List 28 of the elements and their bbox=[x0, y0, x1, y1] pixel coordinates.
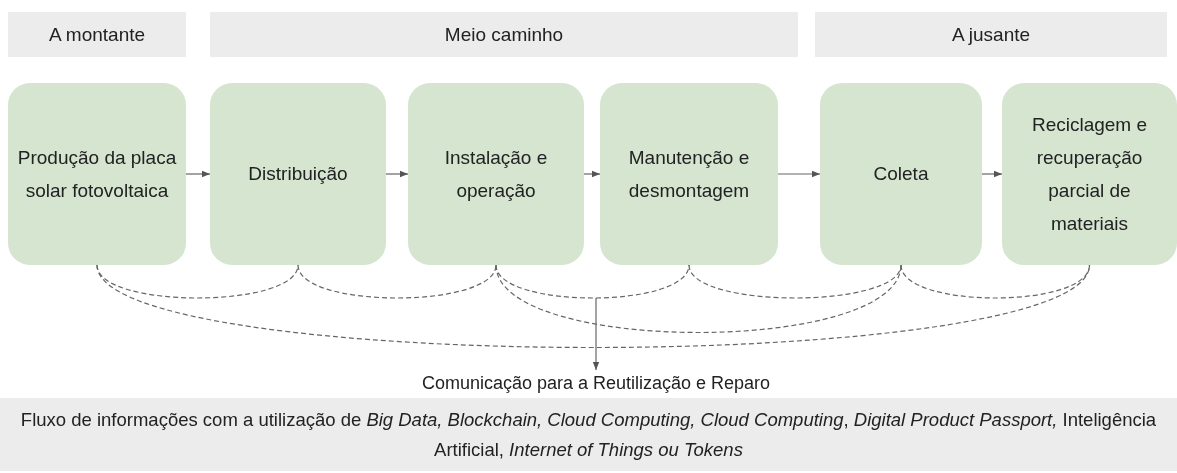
arrow bbox=[185, 170, 211, 178]
process-box bbox=[820, 83, 982, 265]
label-text: Reciclagem e recuperação parcial de materiais bbox=[1030, 112, 1149, 237]
info-text: Fluxo de informações com a utilização de Big Data, Blockchain, Cloud Computing, Cloud Computing, Digital Product Passport, Inteligência Artificial, Internet of Things ou Tokens bbox=[19, 407, 1158, 462]
arrow bbox=[777, 170, 821, 178]
arrow bbox=[592, 297, 600, 371]
label-text: A jusante bbox=[951, 23, 1031, 46]
process-box bbox=[600, 83, 778, 265]
label-text: Distribuição bbox=[248, 162, 348, 187]
dashed-connector bbox=[900, 264, 1091, 299]
label-text: Instalação e operação bbox=[443, 145, 549, 203]
dashed-connector bbox=[297, 264, 497, 299]
label-text: Manutenção e desmontagem bbox=[627, 145, 751, 203]
arrow bbox=[385, 170, 409, 178]
dashed-connector bbox=[495, 264, 902, 334]
arrow bbox=[583, 170, 601, 178]
process-box bbox=[8, 83, 186, 265]
label-text: Comunicação para a Reutilização e Reparo bbox=[421, 372, 771, 394]
dashed-connector bbox=[688, 264, 902, 299]
process-box bbox=[1002, 83, 1177, 265]
process-box bbox=[408, 83, 584, 265]
arrow bbox=[981, 170, 1003, 178]
label-text: Meio caminho bbox=[444, 23, 564, 46]
label-text: Produção da placa solar fotovoltaica bbox=[16, 145, 178, 203]
dashed-connector bbox=[96, 264, 1091, 349]
label-text: A montante bbox=[48, 23, 146, 46]
process-box bbox=[210, 83, 386, 265]
label-text: Coleta bbox=[873, 162, 929, 187]
